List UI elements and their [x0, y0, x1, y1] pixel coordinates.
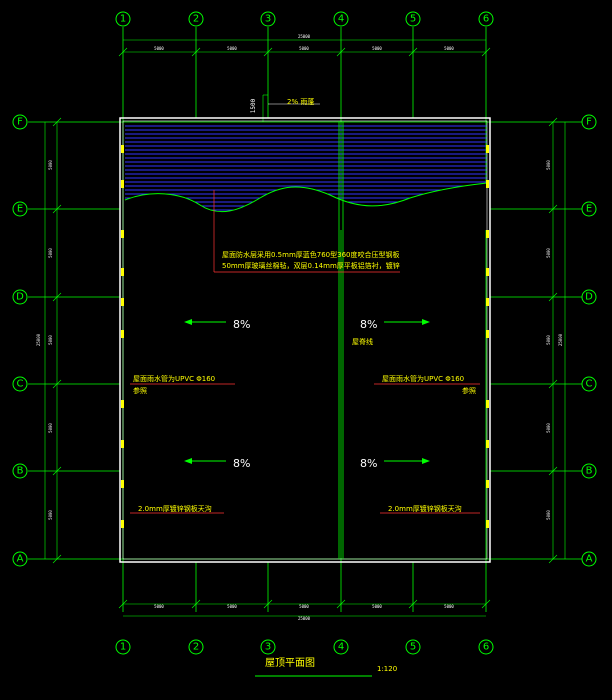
- roof-note-line2: 50mm厚玻璃丝棉毡，双层0.14mm厚平板铝箔衬，镀锌: [222, 261, 400, 270]
- axis-label-left-b: B: [17, 466, 24, 477]
- dim-bottom-1: 5000: [154, 604, 164, 609]
- dim-left-2: 5000: [48, 248, 53, 258]
- gutter-markers: [121, 145, 489, 528]
- roof-note-line1: 屋面防水层采用0.5mm厚蓝色760型360度咬合压型钢板: [222, 250, 400, 259]
- slope-arrow-tr: [384, 319, 430, 325]
- dim-top-5: 5000: [444, 46, 454, 51]
- dim-right-2: 5000: [546, 248, 551, 258]
- downpipe-right-line2: 参照: [462, 386, 476, 395]
- dim-right-1: 5000: [546, 160, 551, 170]
- axis-label-bottom-6: 6: [483, 642, 489, 653]
- slope-label-bl: 8%: [233, 457, 250, 470]
- right-dimensions: 5000 5000 5000 5000 5000 25000: [546, 160, 563, 520]
- dim-bottom-3: 5000: [299, 604, 309, 609]
- drawing-scale: 1:120: [377, 665, 397, 673]
- dim-right-total: 25000: [558, 333, 563, 346]
- axis-label-bottom-5: 5: [410, 642, 416, 653]
- axis-label-bottom-1: 1: [120, 642, 126, 653]
- slope-label-tl: 8%: [233, 318, 250, 331]
- slope-arrow-tl: [184, 319, 226, 325]
- axis-label-left-c: C: [17, 379, 24, 390]
- slope-label-tr: 8%: [360, 318, 377, 331]
- axis-label-top-1: 1: [120, 14, 126, 25]
- axis-label-left-d: D: [16, 292, 24, 303]
- dim-left-total: 25000: [36, 333, 41, 346]
- column-bubble-labels: 1 2 3 4 5 6 1 2 3 4 5 6: [120, 14, 489, 653]
- dim-right-5: 5000: [546, 510, 551, 520]
- dim-top-4: 5000: [372, 46, 382, 51]
- axis-label-top-2: 2: [193, 14, 199, 25]
- left-dimensions: 5000 5000 5000 5000 5000 25000: [36, 160, 53, 520]
- dim-bottom-total: 25000: [298, 616, 311, 621]
- row-axis-lines: [28, 121, 586, 560]
- dim-top-3: 5000: [299, 46, 309, 51]
- dim-top-2: 5000: [227, 46, 237, 51]
- wave-mask: [125, 183, 487, 230]
- axis-label-left-a: A: [17, 554, 24, 565]
- dim-bottom-2: 5000: [227, 604, 237, 609]
- axis-label-bottom-2: 2: [193, 642, 199, 653]
- axis-label-right-a: A: [586, 554, 593, 565]
- axis-label-left-f: F: [17, 117, 23, 128]
- dim-top-1: 5000: [154, 46, 164, 51]
- canopy-label: 2% 雨蓬: [287, 97, 314, 106]
- axis-label-right-e: E: [586, 204, 592, 215]
- dim-right-4: 5000: [546, 423, 551, 433]
- dim-right-3: 5000: [546, 335, 551, 345]
- slope-arrow-bl: [184, 458, 226, 464]
- break-line: [124, 182, 488, 213]
- ridge-label: 屋脊线: [352, 337, 373, 346]
- dim-left-5: 5000: [48, 510, 53, 520]
- row-bubble-labels: F E D C B A F E D C B A: [16, 117, 593, 565]
- dimension-ticks: [52, 47, 558, 609]
- axis-label-right-b: B: [586, 466, 593, 477]
- axis-label-top-5: 5: [410, 14, 416, 25]
- dim-left-3: 5000: [48, 335, 53, 345]
- top-dimensions: 5000 5000 5000 5000 5000 25000: [154, 34, 454, 51]
- column-bubbles: [115, 11, 494, 655]
- downpipe-left-line2: 参照: [133, 386, 147, 395]
- building-inner-outline: [122, 120, 488, 560]
- dim-left-4: 5000: [48, 423, 53, 433]
- drawing-title: 屋顶平面图: [265, 657, 315, 669]
- axis-label-bottom-3: 3: [265, 642, 271, 653]
- row-bubbles: [12, 114, 597, 567]
- dim-left-1: 5000: [48, 160, 53, 170]
- bottom-dimensions: 5000 5000 5000 5000 5000 25000: [154, 604, 454, 621]
- slope-arrow-br: [384, 458, 430, 464]
- dim-bottom-4: 5000: [372, 604, 382, 609]
- axis-label-right-c: C: [586, 379, 593, 390]
- axis-label-right-f: F: [586, 117, 592, 128]
- column-axis-lines: [122, 27, 487, 612]
- slope-label-br: 8%: [360, 457, 377, 470]
- dim-bottom-5: 5000: [444, 604, 454, 609]
- axis-label-bottom-4: 4: [338, 642, 344, 653]
- downpipe-right-line1: 屋面雨水管为UPVC Φ160: [382, 374, 464, 383]
- gutter-left-label: 2.0mm厚镀锌钢板天沟: [138, 504, 212, 513]
- axis-label-top-6: 6: [483, 14, 489, 25]
- dimension-lines: [44, 39, 566, 617]
- downpipe-left-line1: 屋面雨水管为UPVC Φ160: [133, 374, 215, 383]
- axis-label-left-e: E: [17, 204, 23, 215]
- gutter-right-label: 2.0mm厚镀锌钢板天沟: [388, 504, 462, 513]
- dim-top-total: 25000: [298, 34, 311, 39]
- axis-label-top-4: 4: [338, 14, 344, 25]
- canopy-dimension: 1500: [250, 98, 257, 113]
- axis-label-top-3: 3: [265, 14, 271, 25]
- axis-label-right-d: D: [585, 292, 593, 303]
- building-outline: [119, 117, 491, 563]
